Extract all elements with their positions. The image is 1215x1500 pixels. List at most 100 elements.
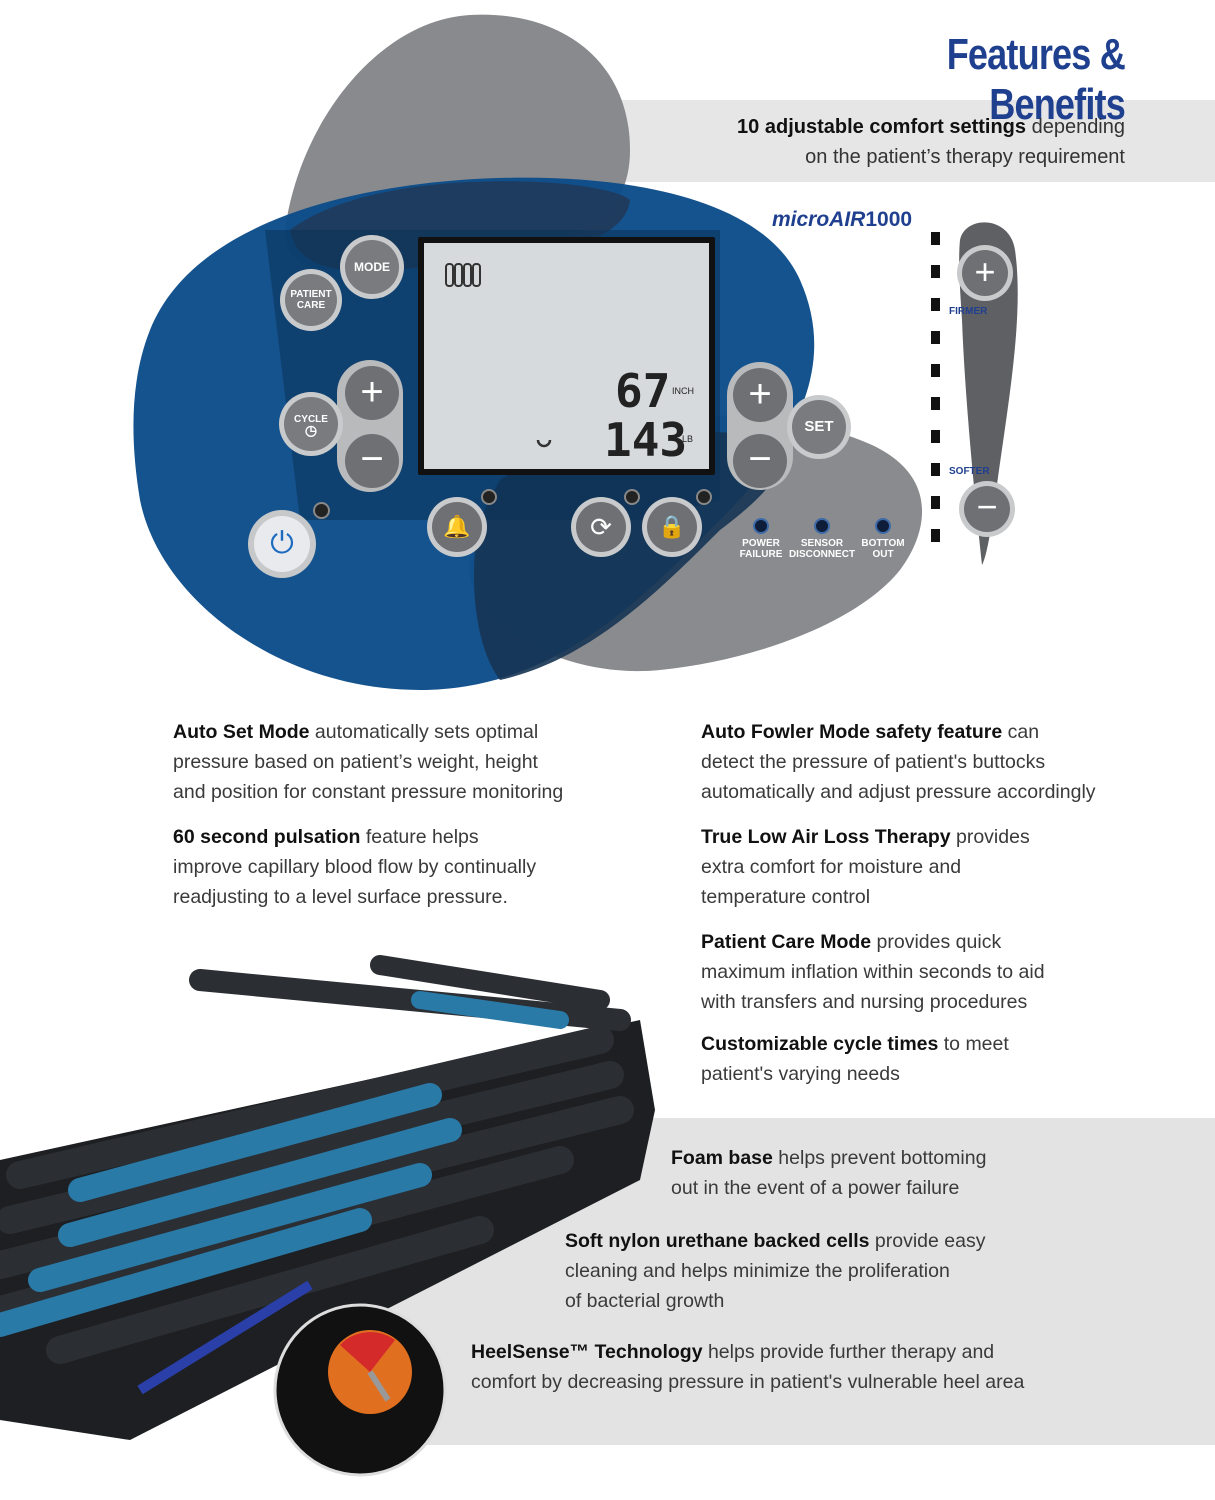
lcd-height-unit: INCH — [672, 386, 694, 396]
minus-icon: − — [748, 437, 772, 481]
softer-button[interactable]: − — [964, 486, 1010, 532]
feature-text: automatically and adjust pressure accord… — [701, 781, 1096, 803]
feature-title: Customizable cycle times — [701, 1033, 939, 1055]
feature-title: Auto Fowler Mode safety feature — [701, 721, 1003, 743]
minus-icon: − — [360, 437, 384, 481]
left-minus-button[interactable]: − — [345, 434, 399, 488]
feature-text: temperature control — [701, 886, 871, 908]
power-button[interactable]: ⏻ — [254, 516, 310, 572]
feature-text: of bacterial growth — [565, 1290, 725, 1312]
feature-text: improve capillary blood flow by continua… — [173, 856, 537, 878]
power-icon: ⏻ — [270, 527, 294, 560]
feature-text: and position for constant pressure monit… — [173, 781, 564, 803]
sensor-disconnect-light — [814, 518, 830, 534]
cycle-button[interactable]: CYCLE ◷ — [284, 397, 338, 451]
mattress-cells — [0, 955, 634, 1364]
comfort-settings-text: 10 adjustable comfort settings depending… — [620, 112, 1125, 172]
feature-text: helps prevent bottoming — [772, 1147, 987, 1169]
feature-text: extra comfort for moisture and — [701, 856, 962, 878]
feature-auto-fowler: Auto Fowler Mode safety feature can dete… — [701, 717, 1201, 807]
feature-text: provide easy — [869, 1230, 986, 1252]
cycle-button-label: CYCLE — [294, 414, 328, 425]
brand-logo: microAIR1000 — [772, 208, 912, 232]
feature-text: helps provide further therapy and — [702, 1341, 995, 1363]
cycle-clock-icon: ◷ — [304, 422, 318, 438]
lock-icon: 🔒 — [658, 514, 686, 539]
feature-title: Soft nylon urethane backed cells — [565, 1230, 870, 1252]
mode-button[interactable]: MODE — [345, 240, 399, 294]
feature-title: True Low Air Loss Therapy — [701, 826, 951, 848]
pendant-handle — [959, 222, 1018, 565]
right-plus-button[interactable]: + — [733, 368, 787, 422]
feature-text: automatically sets optimal — [309, 721, 539, 743]
plus-icon: + — [748, 372, 772, 416]
plus-icon: + — [974, 251, 996, 292]
feature-text: feature helps — [360, 826, 479, 848]
alarm-icon: 🔔 — [443, 514, 471, 539]
lcd-height-value: 67 — [615, 364, 671, 418]
set-button[interactable]: SET — [792, 400, 846, 454]
power-failure-light — [753, 518, 769, 534]
lcd-weight-value: 143 — [604, 413, 688, 467]
top-band — [615, 100, 1215, 182]
feature-title: Patient Care Mode — [701, 931, 872, 953]
right-minus-button[interactable]: − — [733, 434, 787, 488]
patient-care-label: PATIENT CARE — [285, 274, 337, 311]
mode-button-label: MODE — [354, 260, 390, 274]
lcd-weight-unit: LB — [682, 434, 694, 444]
feature-text: out in the event of a power failure — [671, 1177, 960, 1199]
alarm-indicator-light — [481, 489, 497, 505]
lock-indicator-light — [696, 489, 712, 505]
mattress-illustration — [0, 955, 655, 1440]
lcd-rotate-icon — [536, 439, 552, 448]
feature-nylon-cells: Soft nylon urethane backed cells provide… — [565, 1226, 1185, 1316]
feature-text: patient's varying needs — [701, 1063, 900, 1085]
feature-title: Foam base — [671, 1147, 773, 1169]
feature-heelsense: HeelSense™ Technology helps provide furt… — [471, 1337, 1206, 1397]
feature-text: detect the pressure of patient's buttock… — [701, 751, 1046, 773]
patient-care-label-1: PATIENT — [290, 289, 332, 300]
feature-text: maximum inflation within seconds to aid — [701, 961, 1045, 983]
patient-care-button[interactable]: PATIENT CARE — [285, 274, 337, 326]
alarm-button[interactable]: 🔔 — [432, 502, 482, 552]
page-title: Features & Benefits — [946, 30, 1126, 129]
feature-title: HeelSense™ Technology — [471, 1341, 703, 1363]
feature-text: cleaning and helps minimize the prolifer… — [565, 1260, 950, 1282]
feature-foam-base: Foam base helps prevent bottoming out in… — [671, 1143, 1191, 1203]
softer-label: SOFTER — [949, 466, 990, 477]
power-indicator-light — [313, 502, 330, 519]
brand-name: microAIR — [772, 208, 866, 231]
feature-title: 60 second pulsation — [173, 826, 361, 848]
left-plus-button[interactable]: + — [345, 366, 399, 420]
feature-text: to meet — [938, 1033, 1009, 1055]
firmer-button[interactable]: + — [962, 250, 1008, 296]
feature-text: comfort by decreasing pressure in patien… — [471, 1371, 1025, 1393]
feature-text: pressure based on patient’s weight, heig… — [173, 751, 538, 773]
cells-icon — [445, 263, 481, 287]
firmer-label: FIRMER — [949, 306, 988, 317]
comfort-settings-rest: depending — [1026, 116, 1125, 138]
feature-text: provides quick — [871, 931, 1002, 953]
dashed-divider — [931, 232, 940, 542]
refresh-icon: ⟳ — [590, 512, 612, 542]
lock-button[interactable]: 🔒 — [647, 502, 697, 552]
comfort-settings-line2: on the patient’s therapy requirement — [805, 146, 1125, 168]
patient-care-label-2: CARE — [296, 300, 326, 311]
comfort-settings-bold: 10 adjustable comfort settings — [737, 116, 1027, 138]
feature-cycle-times: Customizable cycle times to meet patient… — [701, 1029, 1201, 1089]
brand-model: 1000 — [865, 208, 913, 231]
feature-auto-set-mode: Auto Set Mode automatically sets optimal… — [173, 717, 643, 807]
feature-text: readjusting to a level surface pressure. — [173, 886, 508, 908]
bottom-out-light — [875, 518, 891, 534]
minus-icon: − — [976, 486, 998, 527]
static-indicator-light — [624, 489, 640, 505]
feature-text: provides — [950, 826, 1030, 848]
feature-patient-care-mode: Patient Care Mode provides quick maximum… — [701, 927, 1201, 1017]
static-mode-button[interactable]: ⟳ — [576, 502, 626, 552]
